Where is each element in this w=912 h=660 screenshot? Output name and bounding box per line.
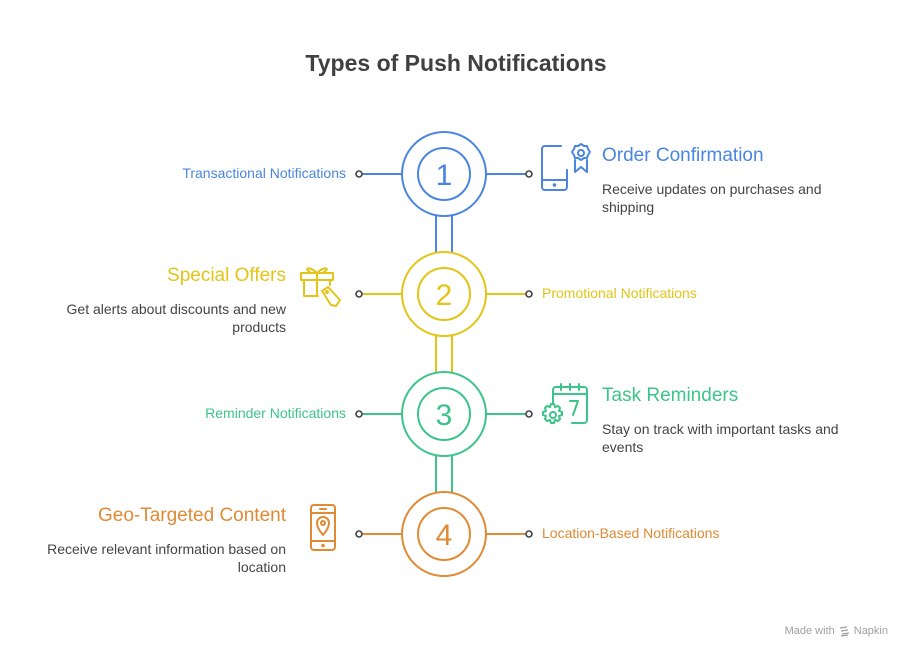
step-4-node [355, 491, 533, 577]
made-with-label: Made with [784, 625, 835, 637]
right-connector-dot [525, 530, 533, 538]
category-label-2: Promotional Notifications [542, 285, 697, 301]
step-2-node [355, 251, 533, 337]
step-description-3: Stay on track with important tasks and e… [602, 421, 839, 455]
step-number-4: 4 [436, 519, 453, 552]
category-label-1: Transactional Notifications [182, 165, 346, 181]
napkin-logo-icon [839, 625, 849, 637]
step-1-node [355, 131, 533, 217]
step-heading-2: Special Offers [167, 265, 286, 286]
gift-tag-icon [300, 267, 341, 307]
left-connector-dot [355, 530, 363, 538]
phone-award-icon [541, 143, 591, 191]
step-number-1: 1 [436, 159, 453, 192]
left-connector-dot [355, 410, 363, 418]
left-connector-dot [355, 170, 363, 178]
step-number-3: 3 [436, 399, 453, 432]
step-description-1: Receive updates on purchases and shippin… [602, 181, 822, 215]
right-connector-dot [525, 290, 533, 298]
step-description-4: Receive relevant information based on lo… [47, 541, 286, 575]
connector-3-4 [435, 454, 453, 494]
category-label-3: Reminder Notifications [205, 405, 346, 421]
phone-location-icon [310, 504, 336, 551]
step-heading-4: Geo-Targeted Content [97, 505, 286, 526]
step-heading-1: Order Confirmation [602, 145, 764, 166]
right-connector-dot [525, 410, 533, 418]
step-heading-3: Task Reminders [602, 385, 739, 406]
right-connector-dot [525, 170, 533, 178]
step-number-2: 2 [436, 279, 453, 312]
diagram-title: Types of Push Notifications [305, 50, 607, 76]
step-description-2: Get alerts about discounts and new produ… [66, 301, 286, 335]
calendar-gear-icon [542, 383, 588, 424]
made-with-napkin-badge[interactable]: Made with Napkin [785, 625, 888, 637]
connector-2-3 [435, 334, 453, 374]
connector-1-2 [435, 214, 453, 254]
category-label-4: Location-Based Notifications [542, 525, 720, 541]
left-connector-dot [355, 290, 363, 298]
napkin-brand-label: Napkin [853, 625, 888, 637]
step-3-node [355, 371, 533, 457]
